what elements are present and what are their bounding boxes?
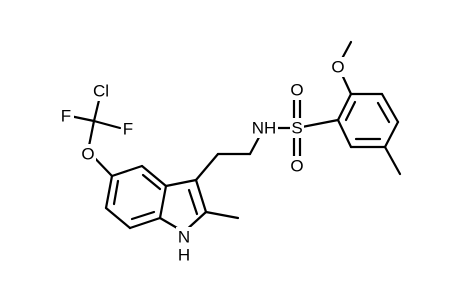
atom-label-o-sulfonyl-bottom: O	[290, 157, 303, 176]
atom-label-f-left: F	[61, 107, 71, 126]
atom-o-sulfonyl-top: O	[289, 80, 305, 100]
bond-c7a-c7-inner	[130, 210, 156, 221]
atom-o-sulfonyl-bottom: O	[289, 156, 305, 176]
bond-c7a-c7	[128, 216, 162, 230]
atom-label-nh: NH	[252, 119, 277, 138]
bond-c2-methyl	[204, 210, 240, 220]
atom-label-o-sulfonyl-top: O	[290, 81, 303, 100]
bond-c6-c5-inner	[112, 179, 120, 206]
atom-f-right: F	[121, 119, 135, 139]
atom-o-ether: O	[80, 144, 96, 164]
atom-label-s: S	[291, 119, 302, 138]
bond-c4-c3a-inner	[141, 173, 162, 191]
atom-nh-indole: N H	[176, 227, 192, 265]
bond-c7-c6	[104, 206, 132, 230]
atom-label-h-indole: H	[178, 246, 190, 265]
bond-c3a-c7a	[158, 184, 168, 220]
bond-c1-c2-inner	[344, 100, 357, 122]
atom-s: S	[290, 118, 304, 138]
atom-label-f-right: F	[123, 120, 133, 139]
bond-c3a-c3	[164, 178, 198, 188]
bond-c4-c5	[383, 120, 400, 149]
atom-nh-sulfonamide: NH	[250, 118, 278, 138]
bond-c5-methyl	[383, 145, 402, 176]
atom-f-left: F	[60, 106, 74, 126]
atom-label-o-methoxy: O	[331, 58, 344, 77]
bond-c3-ch2a	[194, 152, 220, 182]
bond-c6-c1	[336, 118, 353, 149]
atom-label-cl: Cl	[93, 82, 109, 101]
bond-c4-c3a	[140, 164, 168, 188]
atom-label-n-indole: N	[178, 228, 190, 247]
atom-label-o-ether: O	[81, 145, 94, 164]
bond-c6-c5	[104, 174, 114, 210]
bond-c5-c4	[110, 164, 144, 178]
bond-layer	[68, 40, 402, 234]
bond-c3-c4	[380, 92, 400, 124]
bond-c3-c2	[194, 178, 208, 214]
bond-c-f-right	[92, 119, 122, 130]
atom-label-layer: Cl F F O N H NH S O	[60, 57, 346, 265]
bond-c3-c2-inner	[187, 188, 199, 216]
bond-c3-c4-inner	[376, 101, 391, 124]
atom-o-methoxy: O	[330, 57, 346, 77]
bond-c1-c2	[336, 92, 353, 122]
atom-cl: Cl	[89, 81, 113, 101]
